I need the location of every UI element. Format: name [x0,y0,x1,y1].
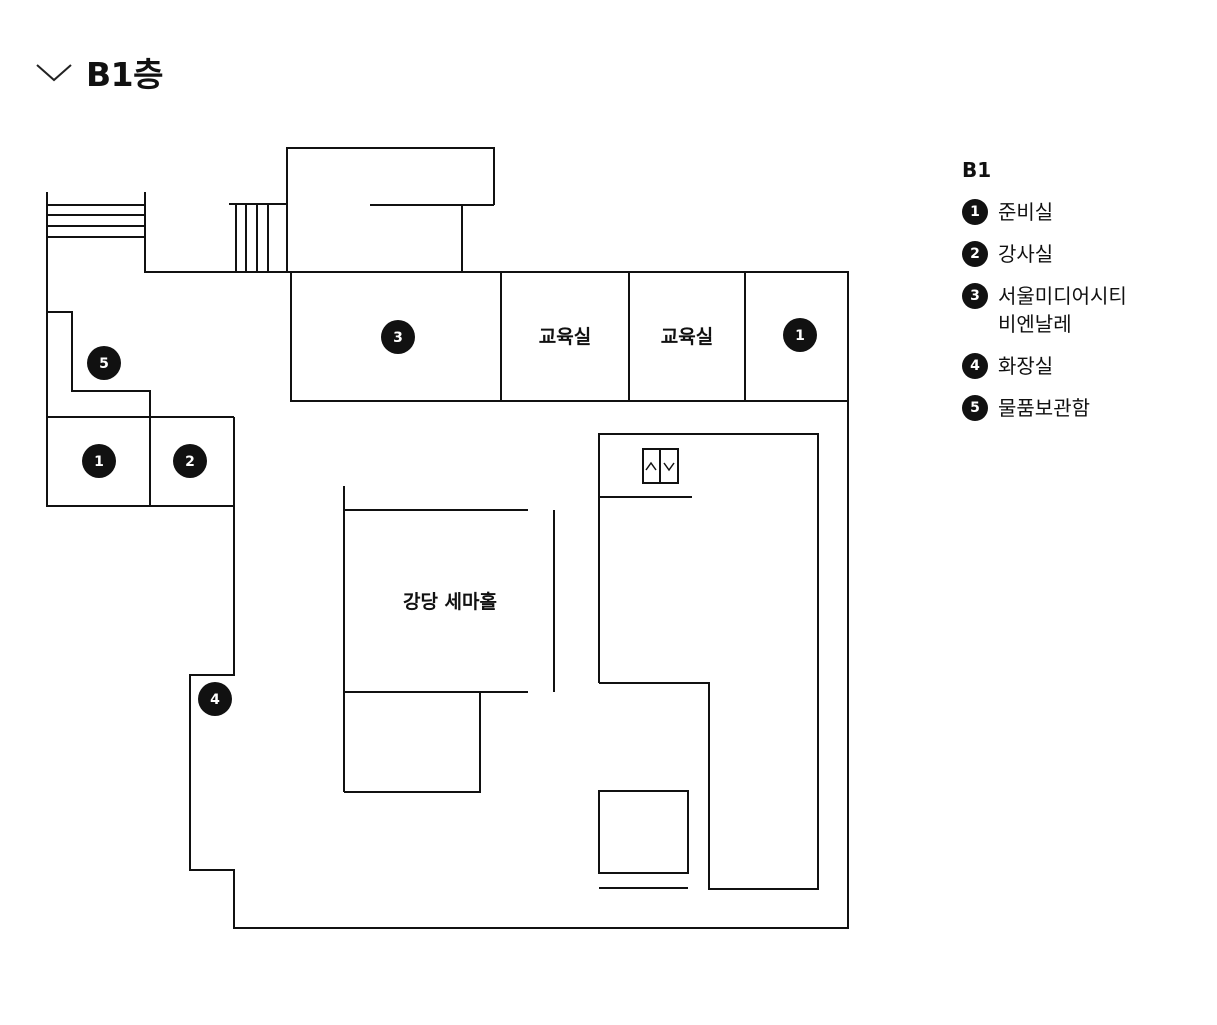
map-badge-1-right[interactable]: 1 [783,318,817,352]
locker-area-wall [47,311,151,417]
floor-toggle[interactable]: B1층 [34,48,163,96]
legend-label: 강사실 [998,242,1054,266]
right-enclosure [598,433,819,890]
svg-text:1: 1 [795,328,805,344]
svg-text:3: 3 [393,330,403,346]
legend-item[interactable]: 3 서울미디어시티 비엔날레 [962,282,1168,338]
building-walls [46,147,849,929]
legend-item[interactable]: 2 강사실 [962,240,1168,268]
legend-floor-label: B1 [962,158,992,182]
staircase-top [229,203,287,272]
chevron-down-icon [36,64,72,82]
legend-label: 화장실 [998,354,1054,378]
staircase-left [47,204,145,238]
legend-number-badge: 2 [962,241,988,267]
left-rooms [47,416,235,506]
legend-number-badge: 5 [962,395,988,421]
svg-text:5: 5 [99,356,109,372]
auditorium-walls [343,486,555,793]
map-badge-2[interactable]: 2 [173,444,207,478]
legend-item[interactable]: 1 준비실 [962,198,1168,226]
map-badge-1-left[interactable]: 1 [82,444,116,478]
svg-text:4: 4 [210,692,220,708]
room-label-classroom-2: 교육실 [661,326,713,348]
floor-title: B1층 [86,55,163,94]
legend-number-badge: 4 [962,353,988,379]
map-badge-4[interactable]: 4 [198,682,232,716]
legend-list: 1 준비실 2 강사실 3 서울미디어시티 비엔날레 4 화장실 5 물품보관함 [962,198,1168,422]
room-label-classroom-1: 교육실 [539,326,591,348]
map-badge-5[interactable]: 5 [87,346,121,380]
map-badge-3[interactable]: 3 [381,320,415,354]
legend-label: 서울미디어시티 비엔날레 [998,284,1127,336]
svg-text:1: 1 [94,454,104,470]
legend-number-badge: 3 [962,283,988,309]
top-rooms [290,272,848,402]
legend-label: 준비실 [998,200,1054,224]
legend-label: 물품보관함 [998,396,1090,420]
map-legend: B1 1 준비실 2 강사실 3 서울미디어시티 비엔날레 4 화장실 5 물품… [962,158,1168,436]
legend-item[interactable]: 5 물품보관함 [962,394,1168,422]
legend-item[interactable]: 4 화장실 [962,352,1168,380]
svg-text:2: 2 [185,454,195,470]
elevator-icon [642,448,679,484]
room-label-auditorium: 강당 세마홀 [403,590,497,613]
top-annex [286,147,495,272]
legend-number-badge: 1 [962,199,988,225]
